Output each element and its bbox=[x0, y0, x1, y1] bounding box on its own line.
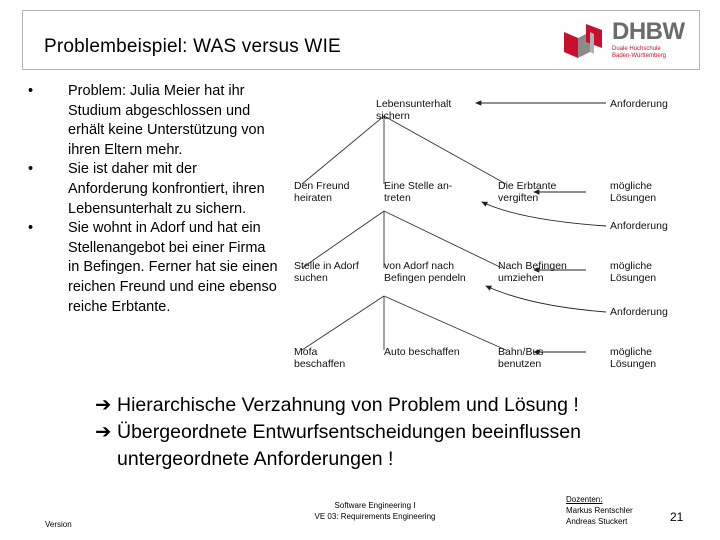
diagram-node-level1: Eine Stelle an- treten bbox=[384, 180, 453, 204]
footer-lecturers-label: Dozenten: bbox=[566, 495, 603, 504]
footer-lecturer-name: Andreas Stuckert bbox=[566, 517, 628, 526]
conclusion-line: ➔ Übergeordnete Entwurfsentscheidungen b… bbox=[95, 419, 581, 446]
conclusion-block: ➔ Hierarchische Verzahnung von Problem u… bbox=[95, 392, 581, 473]
diagram-lines bbox=[301, 100, 607, 355]
conclusion-text-continued: untergeordnete Anforderungen ! bbox=[117, 448, 394, 470]
footer-version: Version bbox=[45, 520, 72, 529]
right-arrow-icon: ➔ bbox=[95, 421, 112, 443]
right-arrow-icon: ➔ bbox=[95, 394, 112, 416]
arrow-requirement-3 bbox=[485, 285, 607, 313]
diagram-node-root: Lebensunterhalt sichern bbox=[376, 98, 452, 122]
arrow-requirement-2 bbox=[481, 201, 607, 227]
bullet-text: Problem: Julia Meier hat ihr Studium abg… bbox=[68, 83, 265, 158]
diagram-node-level3: Bahn/Bus benutzen bbox=[498, 346, 544, 370]
slide-title: Problembeispiel: WAS versus WIE bbox=[44, 36, 341, 57]
footer-lecturers: Dozenten: Markus Rentschler Andreas Stuc… bbox=[566, 494, 633, 527]
requirements-tree-diagram: Lebensunterhalt sichern Den Freund heira… bbox=[280, 80, 700, 380]
logo-subtitle-line2: Baden-Württemberg bbox=[612, 53, 667, 59]
diagram-label-requirement: Anforderung bbox=[610, 98, 668, 110]
bullet-marker: • bbox=[28, 220, 34, 237]
logo-subtitle-line1: Duale Hochschule bbox=[612, 46, 661, 52]
bullet-text: Sie ist daher mit der Anforderung konfro… bbox=[68, 161, 265, 217]
logo-wordmark: DHBW bbox=[612, 18, 685, 45]
diagram-node-level2: Stelle in Adorf suchen bbox=[294, 260, 359, 284]
conclusion-line: ➔ Hierarchische Verzahnung von Problem u… bbox=[95, 392, 581, 419]
title-frame bbox=[22, 10, 700, 70]
diagram-label-solutions: mögliche Lösungen bbox=[610, 180, 657, 204]
diagram-node-level3: Auto beschaffen bbox=[384, 346, 460, 358]
bullet-text: Sie wohnt in Adorf und hat ein Stellenan… bbox=[68, 220, 278, 315]
diagram-node-level1: Den Freund heiraten bbox=[294, 180, 350, 204]
diagram-label-requirement: Anforderung bbox=[610, 306, 668, 318]
page-number: 21 bbox=[670, 510, 684, 524]
diagram-node-level3: Mofa beschaffen bbox=[294, 346, 346, 370]
diagram-label-requirement: Anforderung bbox=[610, 220, 668, 232]
dhbw-logo-mark-icon bbox=[564, 24, 602, 58]
footer-course-title: Software Engineering I bbox=[334, 501, 416, 510]
bullet-marker: • bbox=[28, 83, 34, 99]
diagram-node-level2: von Adorf nach Befingen pendeln bbox=[384, 260, 466, 284]
bullet-item: • Sie wohnt in Adorf und hat ein Stellen… bbox=[28, 219, 278, 317]
dhbw-logo: DHBW Duale Hochschule Baden-Württemberg bbox=[564, 18, 685, 66]
diagram-node-level1: Die Erbtante vergiften bbox=[498, 180, 557, 204]
conclusion-text: Hierarchische Verzahnung von Problem und… bbox=[117, 394, 579, 416]
bullet-item: • Problem: Julia Meier hat ihr Studium a… bbox=[28, 82, 278, 160]
diagram-node-level2: Nach Befingen umziehen bbox=[498, 260, 567, 284]
footer-course: Software Engineering I VE 03: Requiremen… bbox=[290, 500, 460, 522]
diagram-label-solutions: mögliche Lösungen bbox=[610, 260, 657, 284]
diagram-label-solutions: mögliche Lösungen bbox=[610, 346, 657, 370]
bullet-marker: • bbox=[28, 161, 34, 178]
footer-lecturer-name: Markus Rentschler bbox=[566, 506, 633, 515]
footer-course-unit: VE 03: Requirements Engineering bbox=[314, 512, 436, 521]
conclusion-text: Übergeordnete Entwurfsentscheidungen bee… bbox=[117, 421, 581, 443]
bullet-item: • Sie ist daher mit der Anforderung konf… bbox=[28, 160, 278, 219]
bullet-list: • Problem: Julia Meier hat ihr Studium a… bbox=[28, 82, 278, 317]
logo-subtitle: Duale Hochschule Baden-Württemberg bbox=[612, 46, 666, 60]
